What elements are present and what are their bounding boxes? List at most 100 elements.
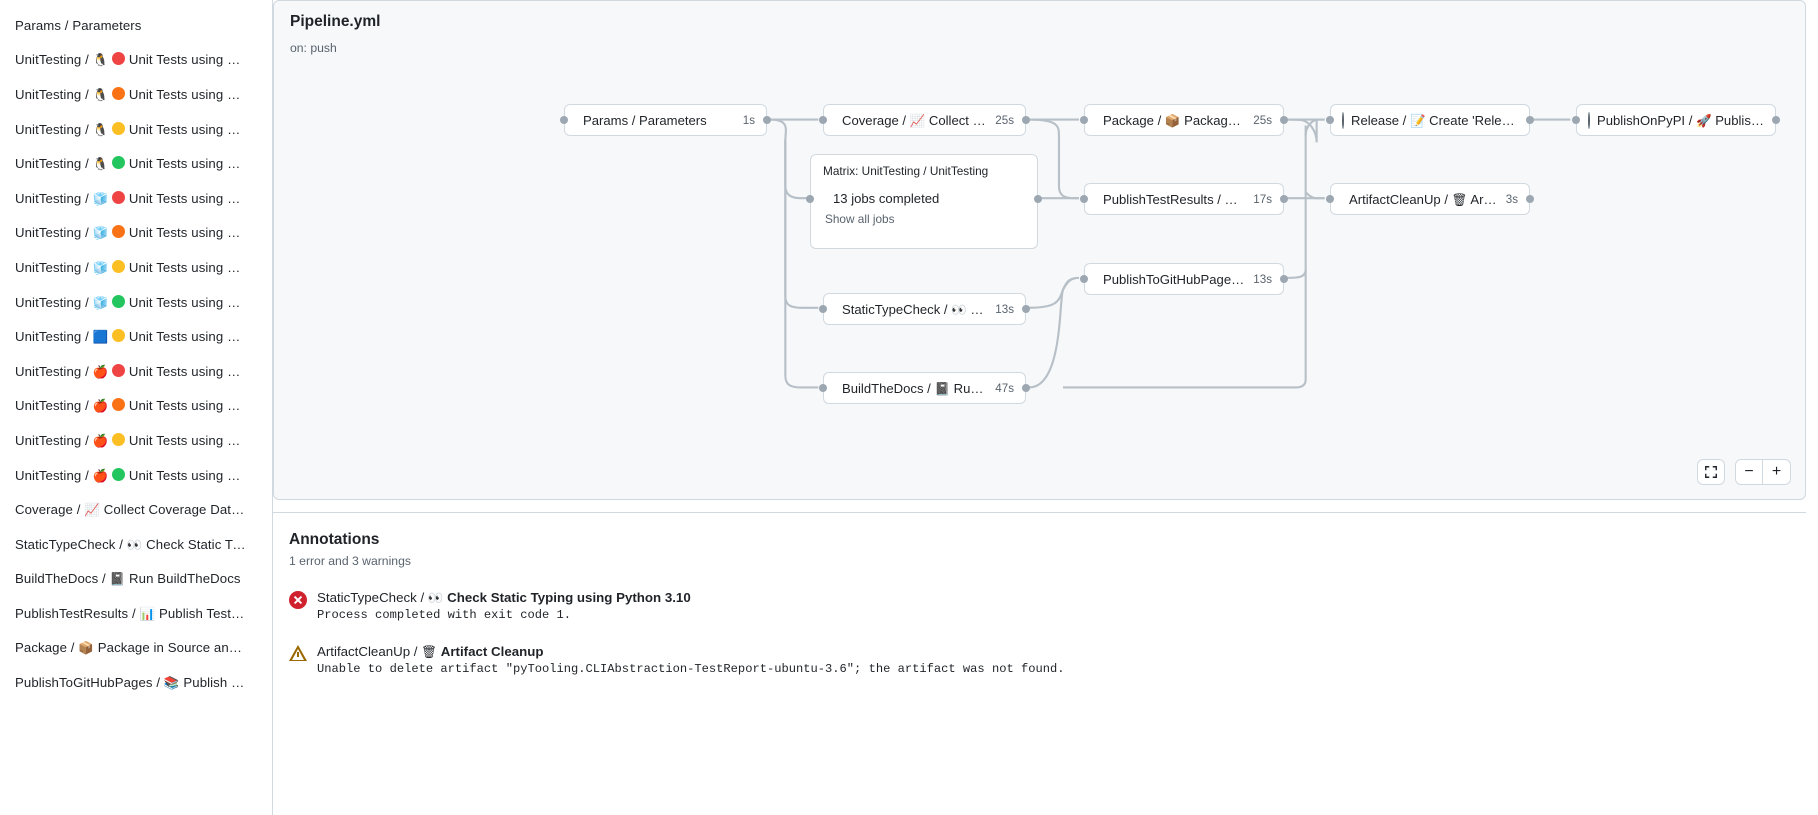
show-all-jobs-link[interactable]: Show all jobs	[825, 212, 895, 226]
step-emoji-icon: 📦	[1164, 113, 1181, 128]
sidebar-job-label: UnitTesting / 🧊 Unit Tests using Pyth...	[15, 190, 247, 206]
sidebar-job-item[interactable]: UnitTesting / 🧊 Unit Tests using Pyth...	[0, 285, 272, 320]
matrix-group-unittesting[interactable]: Matrix: UnitTesting / UnitTesting 13 job…	[810, 154, 1038, 249]
sidebar-job-label: StaticTypeCheck / 👀 Check Static Typing.…	[15, 536, 247, 552]
sidebar-job-item[interactable]: UnitTesting / 🍎 Unit Tests using Pyth...	[0, 354, 272, 389]
sidebar-job-label: UnitTesting / 🧊 Unit Tests using Pyth...	[15, 225, 247, 241]
sidebar-job-label: UnitTesting / 🍎 Unit Tests using Pyth...	[15, 432, 247, 448]
sidebar-job-label: PublishTestResults / 📊 Publish Test Resu…	[15, 605, 247, 621]
sidebar-job-item[interactable]: UnitTesting / 🟦 Unit Tests using Pyth...	[0, 319, 272, 354]
sidebar-job-item[interactable]: UnitTesting / 🍎 Unit Tests using Pyth...	[0, 389, 272, 424]
node-connector-dot	[1772, 116, 1780, 124]
node-connector-dot	[560, 116, 568, 124]
python-version-dot-icon	[112, 259, 126, 273]
job-os-emoji-icon: 🐧	[92, 53, 109, 68]
matrix-connector-dot	[806, 195, 814, 203]
graph-node-docs[interactable]: BuildTheDocs / 📓 Run Buil... 47s	[823, 372, 1026, 404]
graph-node-typecheck[interactable]: StaticTypeCheck / 👀 Chec...13s	[823, 293, 1026, 325]
sidebar-job-label: UnitTesting / 🐧 Unit Tests using Pyth...	[15, 86, 247, 102]
node-connector-dot	[1080, 275, 1088, 283]
graph-node-label: PublishToGitHubPages / 📚 ...	[1103, 271, 1247, 287]
python-version-dot-icon	[112, 432, 126, 446]
annotation-message: Unable to delete artifact "pyTooling.CLI…	[317, 662, 1065, 676]
step-emoji-icon: 📓	[934, 381, 951, 396]
graph-node-duration: 3s	[1505, 192, 1518, 206]
graph-node-coverage[interactable]: Coverage / 📈 Collect Cove...25s	[823, 104, 1026, 136]
python-version-dot-icon	[112, 363, 126, 377]
sidebar-job-item[interactable]: UnitTesting / 🐧 Unit Tests using Pyth...	[0, 146, 272, 181]
sidebar-job-item[interactable]: UnitTesting / 🐧 Unit Tests using Pyth...	[0, 77, 272, 112]
job-os-emoji-icon: 📚	[163, 676, 180, 691]
main-panel: Pipeline.yml on: push	[273, 0, 1818, 815]
graph-node-duration: 25s	[1253, 113, 1272, 127]
node-connector-dot	[1280, 275, 1288, 283]
graph-node-package[interactable]: Package / 📦 Package in So...25s	[1084, 104, 1284, 136]
sidebar-job-item[interactable]: Params / Parameters	[0, 8, 272, 43]
python-version-dot-icon	[112, 329, 126, 343]
graph-node-duration: 13s	[995, 302, 1014, 316]
sidebar-job-label: UnitTesting / 🍎 Unit Tests using Pyth...	[15, 398, 247, 414]
graph-node-duration: 47s	[995, 381, 1014, 395]
sidebar-job-item[interactable]: BuildTheDocs / 📓 Run BuildTheDocs	[0, 562, 272, 597]
job-os-emoji-icon: 🐧	[92, 87, 109, 102]
zoom-in-button[interactable]: +	[1763, 459, 1791, 485]
sidebar-job-item[interactable]: UnitTesting / 🐧 Unit Tests using Pyth...	[0, 112, 272, 147]
node-connector-dot	[1022, 384, 1030, 392]
job-os-emoji-icon: 🧊	[92, 260, 109, 275]
node-connector-dot	[1526, 116, 1534, 124]
sidebar-job-item[interactable]: PublishToGitHubPages / 📚 Publish to G...	[0, 665, 272, 700]
sidebar-job-item[interactable]: Package / 📦 Package in Source and Wh...	[0, 631, 272, 666]
zoom-controls[interactable]: − +	[1697, 459, 1791, 485]
sidebar-job-label: PublishToGitHubPages / 📚 Publish to G...	[15, 675, 247, 691]
node-connector-dot	[819, 305, 827, 313]
step-emoji-icon: 🚀	[1695, 113, 1712, 128]
graph-node-label: PublishTestResults / 📊 Pu...	[1103, 191, 1246, 207]
sidebar-job-item[interactable]: UnitTesting / 🧊 Unit Tests using Pyth...	[0, 216, 272, 251]
python-version-dot-icon	[112, 156, 126, 170]
sidebar-job-item[interactable]: UnitTesting / 🍎 Unit Tests using Pyth...	[0, 423, 272, 458]
zoom-out-button[interactable]: −	[1735, 459, 1763, 485]
node-connector-dot	[1022, 116, 1030, 124]
graph-node-release[interactable]: Release / 📝 Create 'Release P...	[1330, 104, 1530, 136]
pending-circle-icon	[1342, 111, 1344, 129]
step-emoji-icon: 📝	[1409, 113, 1426, 128]
sidebar-job-item[interactable]: UnitTesting / 🧊 Unit Tests using Pyth...	[0, 250, 272, 285]
step-emoji-icon: 📊	[1224, 192, 1241, 207]
annotation-emoji-icon: 👀	[427, 591, 444, 605]
graph-node-artifact[interactable]: ArtifactCleanUp / 🗑 Artifac... 3s	[1330, 183, 1530, 215]
sidebar-job-label: UnitTesting / 🧊 Unit Tests using Pyth...	[15, 259, 247, 275]
sidebar-job-item[interactable]: StaticTypeCheck / 👀 Check Static Typing.…	[0, 527, 272, 562]
fit-screen-icon[interactable]	[1697, 459, 1725, 485]
graph-node-pypi[interactable]: PublishOnPyPI / 🚀 Publish to ...	[1576, 104, 1776, 136]
sidebar-job-item[interactable]: PublishTestResults / 📊 Publish Test Resu…	[0, 596, 272, 631]
matrix-summary-row: 13 jobs completed	[811, 178, 1037, 206]
sidebar-job-item[interactable]: UnitTesting / 🍎 Unit Tests using Pyth...	[0, 458, 272, 493]
graph-node-label: BuildTheDocs / 📓 Run Buil...	[842, 380, 988, 396]
node-connector-dot	[819, 384, 827, 392]
job-os-emoji-icon: 📊	[139, 606, 156, 621]
node-connector-dot	[1080, 116, 1088, 124]
job-os-emoji-icon: 🐧	[92, 157, 109, 172]
node-connector-dot	[1326, 195, 1334, 203]
graph-node-ghpages[interactable]: PublishToGitHubPages / 📚 ...13s	[1084, 263, 1284, 295]
job-os-emoji-icon: 🍎	[92, 364, 109, 379]
annotation-heading: StaticTypeCheck / 👀 Check Static Typing …	[317, 590, 691, 605]
workflow-graph-canvas[interactable]: Pipeline.yml on: push	[273, 0, 1806, 500]
graph-node-label: ArtifactCleanUp / 🗑 Artifac...	[1349, 191, 1499, 207]
node-connector-dot	[1280, 116, 1288, 124]
node-connector-dot	[1280, 195, 1288, 203]
node-connector-dot	[1326, 116, 1334, 124]
sidebar-job-item[interactable]: UnitTesting / 🐧 Unit Tests using Pyth...	[0, 43, 272, 78]
sidebar-job-item[interactable]: UnitTesting / 🧊 Unit Tests using Pyth...	[0, 181, 272, 216]
graph-node-testresults[interactable]: PublishTestResults / 📊 Pu... 17s	[1084, 183, 1284, 215]
annotation-heading: ArtifactCleanUp / 🗑 Artifact Cleanup	[317, 644, 544, 659]
python-version-dot-icon	[112, 398, 126, 412]
sidebar-job-label: UnitTesting / 🐧 Unit Tests using Pyth...	[15, 121, 247, 137]
sidebar-job-label: UnitTesting / 🍎 Unit Tests using Pyth...	[15, 363, 247, 379]
job-os-emoji-icon: 🧊	[92, 295, 109, 310]
node-connector-dot	[763, 116, 771, 124]
sidebar-job-item[interactable]: Coverage / 📈 Collect Coverage Data usi..…	[0, 492, 272, 527]
graph-node-duration: 17s	[1253, 192, 1272, 206]
